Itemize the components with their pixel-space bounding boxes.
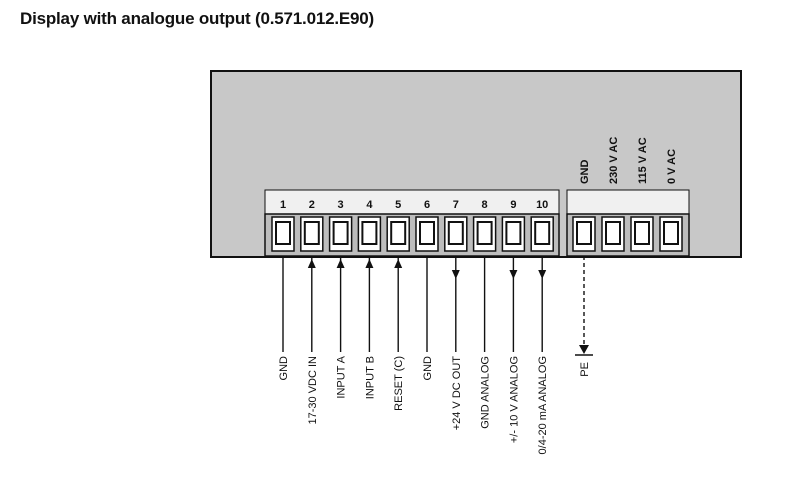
pe-label: PE (579, 362, 591, 377)
terminal-number: 10 (536, 199, 548, 211)
terminal-screw (605, 221, 621, 245)
power-terminal-label: GND (579, 160, 591, 185)
terminal-number: 1 (280, 199, 286, 211)
power-terminal-3: 115 V AC (630, 137, 654, 252)
terminal-screw (303, 221, 320, 245)
terminal-screw (390, 221, 407, 245)
terminal-number: 4 (366, 199, 373, 211)
terminal-screw (663, 221, 679, 245)
diagram-title: Display with analogue output (0.571.012.… (20, 9, 374, 28)
terminal-number: 2 (309, 199, 315, 211)
power-terminal-4: 0 V AC (659, 149, 683, 252)
terminal-screw (361, 221, 378, 245)
terminal-number: 6 (424, 199, 430, 211)
terminal-screw (419, 221, 435, 245)
terminal-label: 0/4-20 mA ANALOG (537, 356, 549, 454)
terminal-screw (332, 221, 349, 245)
terminal-label: +24 V DC OUT (451, 356, 463, 431)
pe-connection: PE (575, 256, 593, 377)
terminal-label: GND ANALOG (480, 356, 492, 429)
terminal-10: 10 0/4-20 mA ANALOG (530, 199, 554, 454)
input-arrow-icon (394, 259, 403, 268)
terminal-screw (275, 221, 291, 245)
terminal-label: GND (422, 356, 434, 381)
terminal-screw (534, 221, 551, 245)
terminal-label: 17-30 VDC IN (307, 356, 319, 425)
output-arrow-icon (509, 270, 518, 279)
input-arrow-icon (336, 259, 345, 268)
terminal-screw (576, 221, 592, 245)
output-arrow-icon (451, 270, 460, 279)
terminal-number: 7 (453, 199, 459, 211)
terminal-2: 2 17-30 VDC IN (300, 199, 324, 425)
terminal-number: 8 (482, 199, 488, 211)
terminal-number: 9 (510, 199, 516, 211)
power-terminal-1: GND (572, 160, 596, 252)
terminal-7: 7 +24 V DC OUT (444, 199, 468, 431)
terminal-label: INPUT A (336, 355, 348, 398)
power-terminal-label: 0 V AC (666, 149, 678, 184)
power-terminal-2: 230 V AC (601, 137, 625, 252)
power-terminal-label: 230 V AC (608, 137, 620, 184)
terminal-screw (447, 221, 464, 245)
output-arrow-icon (538, 270, 547, 279)
terminal-label: RESET (C) (393, 356, 405, 411)
terminal-screw (505, 221, 522, 245)
terminal-label: +/- 10 V ANALOG (508, 356, 520, 443)
terminal-label: INPUT B (364, 356, 376, 399)
terminal-screw (634, 221, 650, 245)
terminal-label: GND (278, 356, 290, 381)
terminal-number: 5 (395, 199, 401, 211)
input-arrow-icon (365, 259, 374, 268)
terminal-number: 3 (338, 199, 344, 211)
input-arrow-icon (307, 259, 316, 268)
power-terminal-label: 115 V AC (637, 137, 649, 184)
terminal-screw (476, 221, 493, 245)
terminal-9: 9 +/- 10 V ANALOG (501, 199, 526, 443)
ground-arrow-icon (579, 345, 589, 354)
